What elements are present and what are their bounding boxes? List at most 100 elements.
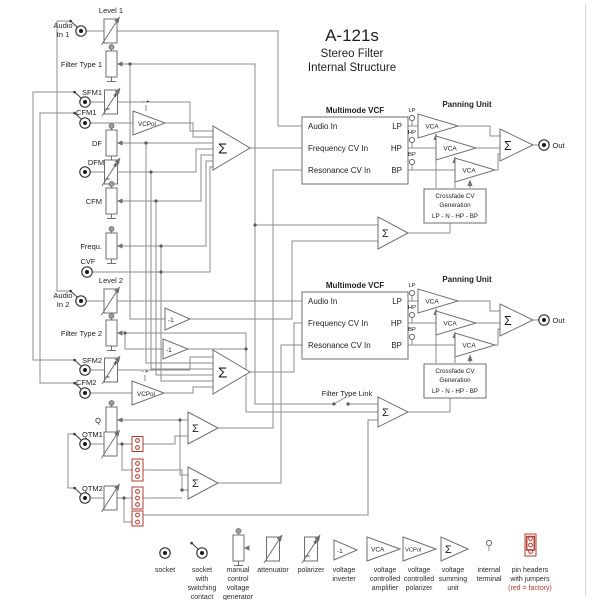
vcpol2-polarity-marks: - + [142,369,150,375]
legend-vca-label-3: amplifier [372,585,399,592]
crossfade2-line2: Generation [439,377,471,384]
vcf2-box [301,291,409,360]
input-column: Audio In 1 Level 1 Filter Type 1 SFM1 CF… [53,6,167,527]
qtm1-label: QTM1 [82,430,103,439]
wire-pan2 [408,300,539,346]
legend-pin-label-red: (red = factory) [508,585,552,592]
page-subtitle-1: Stereo Filter [321,48,384,60]
freq-sum-1-sigma: Σ [218,141,227,158]
vcf1-bp: BP [391,166,402,175]
legend-summing-icon [440,536,470,562]
legend-pot-icon [232,528,250,566]
vcf1-res-cv-in: Resonance CV In [308,166,371,175]
filter-type-link-label: Filter Type Link [322,389,373,398]
vcpol1-triangle [132,110,167,136]
vcf2-heading: Multimode VCF [326,281,384,290]
cfm1-label: CFM1 [76,108,96,117]
legend-sw-label-4: contact [191,594,214,600]
frequ-label: Frequ. [80,242,102,251]
legend-manual-label-4: generator [223,594,254,600]
out-2-socket [538,314,550,326]
q-label: Q [95,416,101,425]
legend-vcpol-label-2: controlled [404,576,434,583]
legend-summing-label-2: summing [439,576,468,583]
vcf1-freq-cv-in: Frequency CV In [308,144,368,153]
crossfade-sum-1 [377,216,410,250]
crossfade1-line3: LP - N - HP - BP [432,213,478,220]
crossfade-sum-2-sigma: Σ [382,407,389,419]
audio-in-2-label-a: Audio [53,291,72,300]
pin-header-2 [131,458,144,482]
sfm2-label: SFM2 [82,356,102,365]
vcf1-heading: Multimode VCF [326,106,384,115]
pin-header-1 [131,436,144,452]
vcf1-bp-terminal [408,158,416,171]
pan1-sum-sigma: Σ [504,139,512,153]
vcf2-freq-cv-in: Frequency CV In [308,319,368,328]
junction-dots [120,62,350,500]
crossfade-box-2 [423,363,487,399]
legend-manual-label-1: manual [227,567,250,574]
vcf1-hp-terminal-label: HP [408,130,416,136]
wire-cv-to-sum2 [117,356,213,394]
filter-type-1-label: Filter Type 1 [61,60,102,69]
cvf-socket [81,266,93,278]
df-label: DF [92,139,102,148]
vcf1-bp-terminal-label: BP [408,152,416,158]
legend-sw-label-3: switching [188,585,217,592]
q-sum-1 [187,411,220,445]
vcf-block-1: Multimode VCF Audio In Frequency CV In R… [301,106,416,185]
inverters: -1 -1 [162,307,192,360]
legend-vca-icon [366,536,402,562]
vcf2-hp: HP [391,319,402,328]
wire-socket-stubs [86,30,213,499]
legend-inverter-icon [333,539,359,561]
qtm1-attenuator [102,430,120,458]
legend-vcpol-text: VCPol [405,548,421,554]
vcpol2-triangle [131,380,166,406]
vcf2-lp: LP [392,297,402,306]
sfm1-polarizer [102,88,120,116]
legend-vca-label-1: voltage [374,567,397,574]
vcf1-hp: HP [391,144,402,153]
dfm-socket [79,166,91,178]
legend-sw-label-1: socket [192,567,212,574]
pan2-sum-sigma: Σ [504,314,512,328]
cfm-label: CFM [86,197,102,206]
legend-summing-text: Σ [445,544,452,556]
pan2-vca-hp [435,310,478,336]
cvf-label: CVF [81,257,96,266]
pin-header-3 [131,486,144,510]
legend-manual-label-3: voltage [227,585,250,592]
legend-socket-label: socket [155,567,175,574]
pin-header-4 [131,510,144,527]
crossfade2-line1: Crossfade CV [435,368,475,375]
legend-inverter-label-2: inverter [332,576,356,583]
q-sum-1-sigma: Σ [192,423,199,435]
out-1-label: Out [553,141,566,150]
wire-normalled-connections [32,20,74,489]
crossfade1-line1: Crossfade CV [435,193,475,200]
panning-unit-2: Panning Unit VCA VCA VCA Σ Out Crossfade… [417,275,566,399]
legend-vcpol-icon [402,536,438,562]
legend-vca-text: VCA [371,547,385,554]
panning-unit-1: Panning Unit VCA VCA VCA Σ Out Crossfade… [417,100,566,224]
wire-cv-trunks [145,143,213,382]
vcf2-bp: BP [391,341,402,350]
wire-sum-outputs [250,147,451,413]
vcf1-lp-terminal-label: LP [408,108,415,114]
out-2-label: Out [553,316,566,325]
audio-in-1-label-b: In 1 [57,30,70,39]
wire-audio-paths [117,30,302,302]
panning1-heading: Panning Unit [442,100,492,109]
pan1-vca-hp [435,135,478,161]
level-2-attenuator [102,287,120,315]
pan2-vca-hp-text: VCA [443,321,457,328]
title-block: A-121s Stereo Filter Internal Structure [308,26,396,74]
audio-in-1-label-a: Audio [53,21,72,30]
wire-cv-to-sum1 [117,101,213,247]
vcf2-hp-terminal-label: HP [408,305,416,311]
vcpol2-text: VCPol [137,391,155,398]
pan1-sum [499,128,535,162]
